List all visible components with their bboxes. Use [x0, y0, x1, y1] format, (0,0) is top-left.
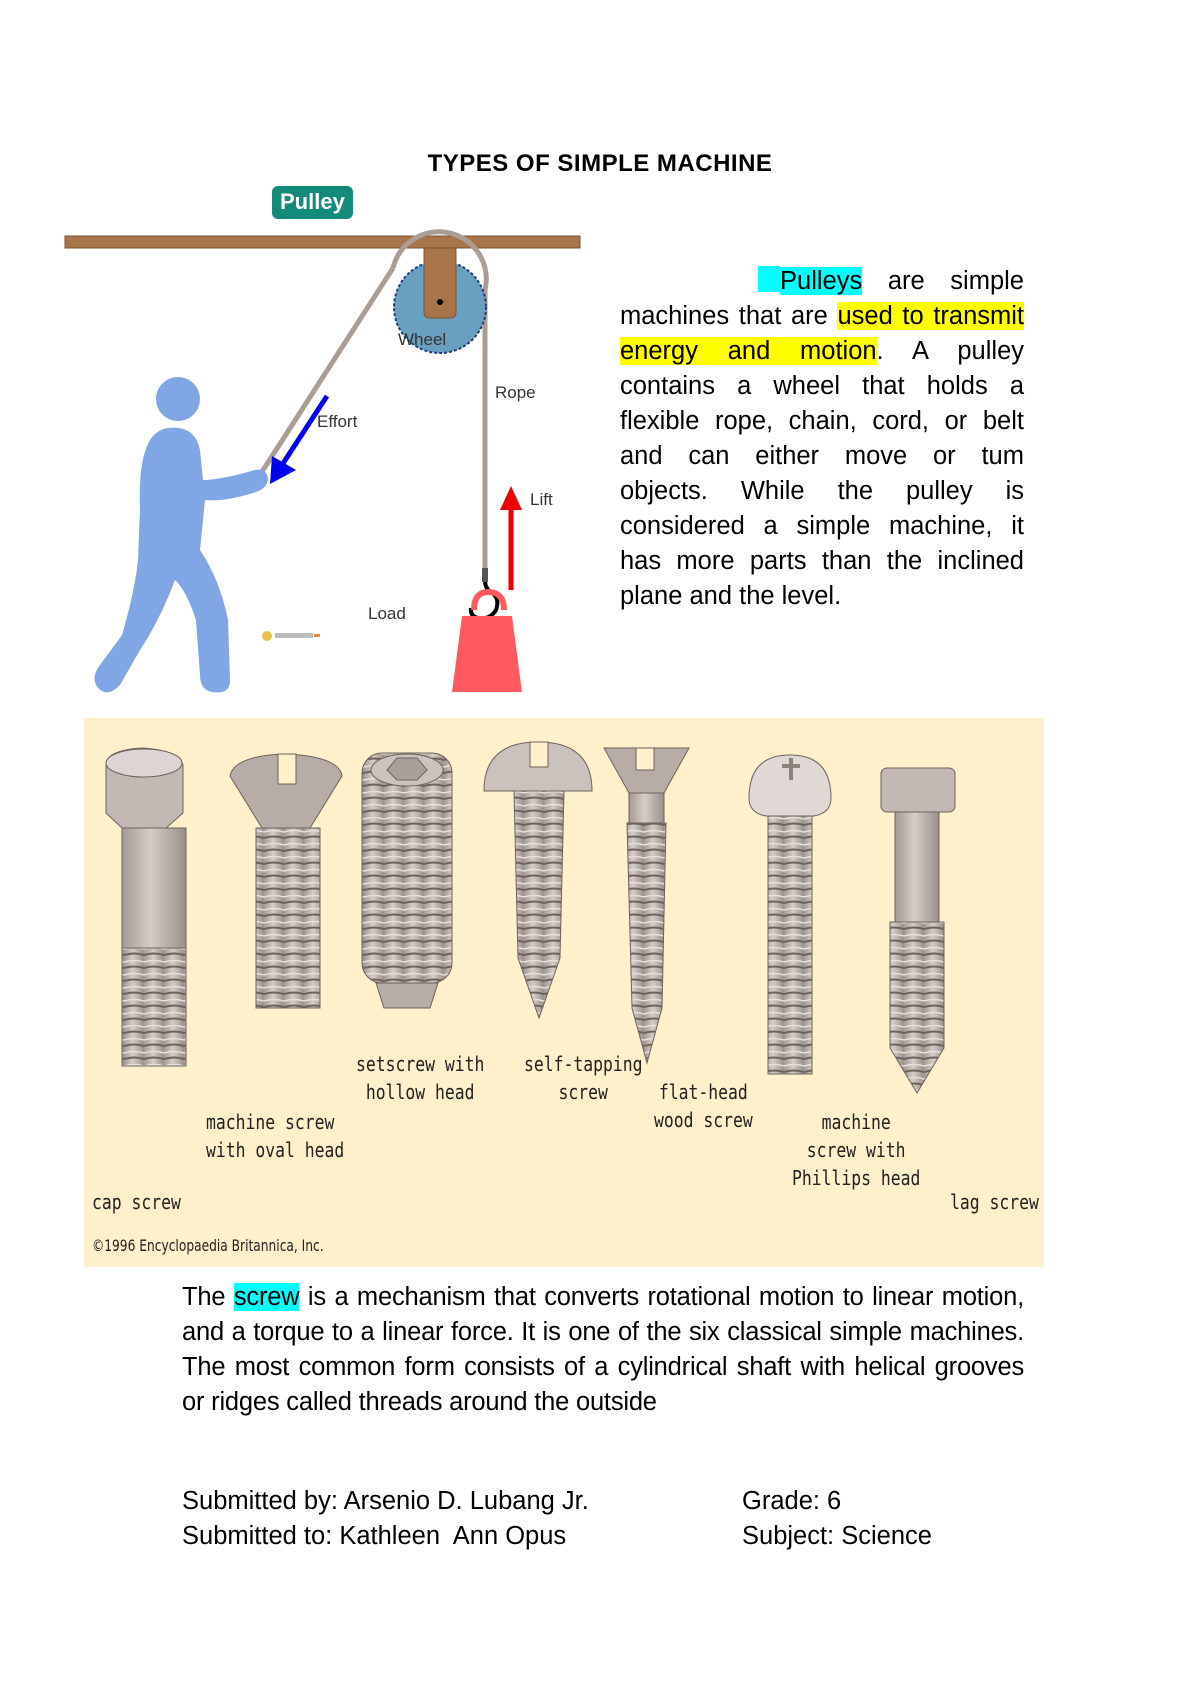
self-tapping-screw-drawing	[483, 741, 593, 1020]
submitted-to: Submitted to: Kathleen Ann Opus	[182, 1522, 567, 1550]
axle	[437, 299, 443, 305]
screw-paragraph: The screw is a mechanism that converts r…	[182, 1280, 1024, 1420]
pulley-diagram: Pulley Wheel Rope Effort Lift Load	[60, 180, 590, 700]
load-weight	[452, 616, 522, 692]
highlight-term-screw: screw	[233, 1283, 300, 1311]
ceiling-beam	[64, 235, 581, 249]
cap-screw-drawing	[105, 747, 187, 1067]
highlight-term-pulleys: Pulleys	[780, 267, 863, 295]
screw-illustrations	[105, 741, 956, 1094]
label-self-tapping: self-tapping screw	[524, 1052, 643, 1104]
submitted-by: Submitted by: Arsenio D. Lubang Jr.	[182, 1487, 589, 1515]
effort-arrow	[270, 456, 296, 484]
label-cap-screw: cap screw	[92, 1190, 181, 1214]
attribution-logo	[262, 631, 320, 641]
grade: Grade: 6	[742, 1487, 842, 1515]
pulley-badge: Pulley	[272, 186, 353, 219]
effort-rope	[255, 266, 396, 480]
lag-screw-drawing	[880, 767, 956, 1094]
pulley-illustration	[64, 229, 581, 693]
wheel-label: Wheel	[398, 330, 447, 349]
pulley-bracket	[423, 247, 457, 319]
pulley-text-1: are simple machines that are	[620, 267, 1024, 330]
label-machine-screw-oval: machine screw with oval head	[206, 1110, 345, 1162]
screw-text-2: is a mechanism that converts rotational …	[182, 1283, 1024, 1416]
label-phillips: machine screw with Phillips head	[792, 1110, 921, 1190]
page-title: TYPES OF SIMPLE MACHINE	[427, 150, 773, 177]
lift-label: Lift	[530, 490, 553, 509]
flat-head-wood-screw-drawing	[603, 747, 690, 1065]
label-setscrew: setscrew with hollow head	[356, 1052, 485, 1104]
setscrew-drawing	[361, 752, 453, 1009]
effort-label: Effort	[317, 412, 358, 431]
rope-label: Rope	[495, 383, 536, 402]
subject: Subject: Science	[742, 1522, 932, 1550]
person-figure	[94, 377, 268, 693]
load-label: Load	[368, 604, 406, 623]
highlight-marker	[758, 266, 780, 292]
lift-arrow	[500, 486, 522, 510]
screw-text-1: The	[182, 1283, 234, 1311]
screw-types-figure: cap screw machine screw with oval head s…	[84, 718, 1044, 1267]
phillips-machine-screw-drawing	[748, 754, 832, 1075]
label-flat-head: flat-head wood screw	[654, 1080, 753, 1132]
pulley-paragraph: Pulleys are simple machines that are use…	[620, 264, 1025, 614]
pulley-text-2: . A pulley contains a wheel that holds a…	[620, 337, 1024, 610]
copyright-notice: ©1996 Encyclopaedia Britannica, Inc.	[92, 1236, 324, 1255]
label-lag-screw: lag screw	[950, 1190, 1039, 1214]
machine-screw-oval-drawing	[229, 753, 343, 1009]
submission-footer: Submitted by: Arsenio D. Lubang Jr. Grad…	[182, 1484, 1024, 1554]
